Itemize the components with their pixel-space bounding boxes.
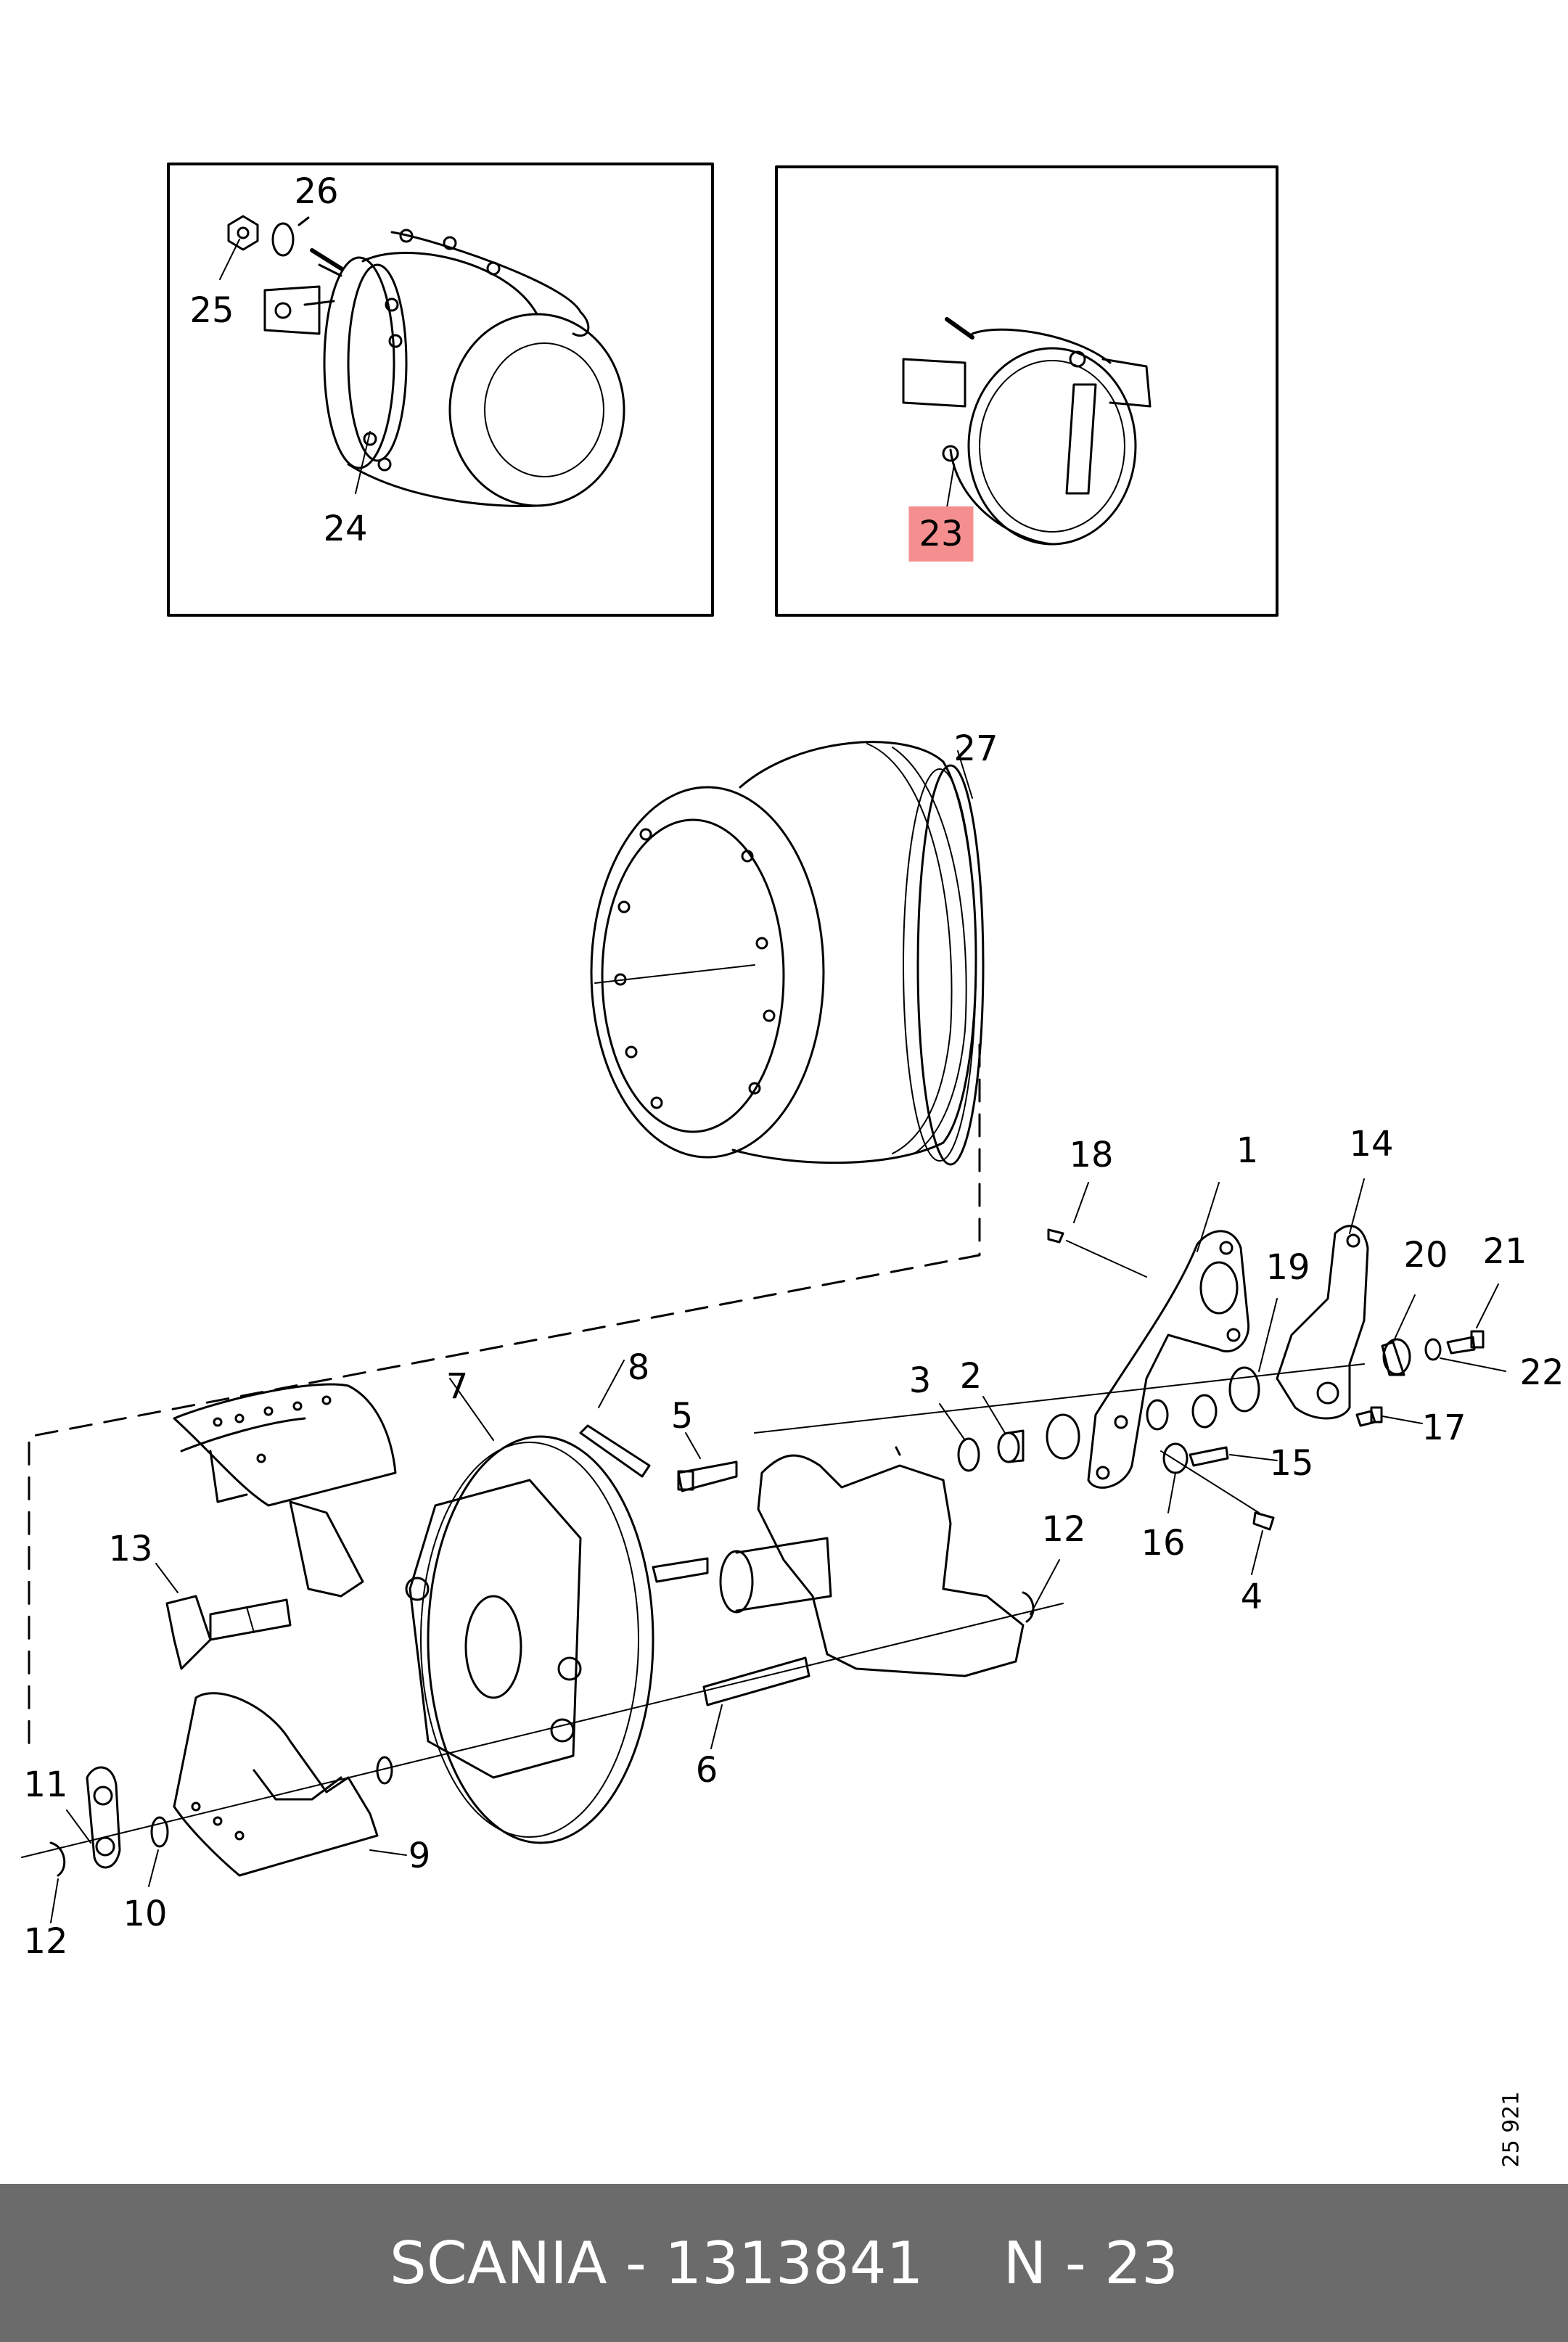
callout-9: 9 [408, 1836, 431, 1876]
bolt-21 [1446, 1330, 1485, 1355]
clip-12-left [49, 1841, 66, 1877]
drawing-id: 25 921 [1498, 2091, 1524, 2168]
brake-shoe-upper [173, 1383, 397, 1598]
plate-8 [579, 1424, 651, 1478]
footer-bar: SCANIA - 1313841 N - 23 [0, 2184, 1568, 2342]
callout-14: 14 [1349, 1124, 1394, 1164]
bolt-5 [677, 1460, 738, 1492]
nipple-4 [1252, 1511, 1275, 1531]
callout-27: 27 [953, 728, 998, 769]
seal-19 [1228, 1366, 1260, 1413]
dashed-leader [28, 1043, 981, 1750]
callout-22: 22 [1519, 1352, 1564, 1393]
callout-16: 16 [1141, 1523, 1186, 1564]
callout-3: 3 [908, 1360, 932, 1401]
callout-13: 13 [108, 1529, 153, 1569]
callout-26: 26 [294, 171, 339, 212]
brake-shoe-lower-9 [173, 1692, 379, 1877]
bolt-15 [1189, 1446, 1229, 1467]
callout-23-highlighted: 23 [908, 506, 974, 562]
inset-frame-right [775, 165, 1278, 617]
seal-3 [957, 1437, 980, 1472]
nut-25 [227, 215, 259, 251]
washer-16 [1162, 1442, 1189, 1474]
bushing-2 [997, 1429, 1025, 1463]
washer-26 [271, 222, 295, 257]
callout-12-right: 12 [1041, 1509, 1086, 1550]
brake-drum-27 [590, 741, 985, 1166]
plate-11 [86, 1766, 121, 1869]
parts-diagram [21, 163, 1506, 1923]
callout-20: 20 [1403, 1235, 1448, 1275]
lever-1 [1087, 1230, 1250, 1489]
callout-4: 4 [1240, 1577, 1263, 1617]
backing-plate-7 [405, 1435, 654, 1844]
callout-21: 21 [1482, 1231, 1527, 1272]
brake-chamber-24 [263, 229, 625, 507]
inset-frame-left [167, 163, 714, 617]
bolt-lower [652, 1557, 709, 1583]
callout-6: 6 [695, 1750, 718, 1791]
callout-8: 8 [627, 1347, 650, 1388]
ring-10 [150, 1816, 169, 1848]
callout-2: 2 [959, 1356, 982, 1397]
footer-part-number: SCANIA - 1313841 [390, 2229, 924, 2297]
clip-12-right [1022, 1591, 1035, 1623]
callout-19: 19 [1265, 1247, 1310, 1288]
pin-6 [702, 1656, 810, 1706]
callout-12-left: 12 [23, 1921, 68, 1962]
callout-7: 7 [446, 1366, 469, 1407]
callout-5: 5 [670, 1396, 694, 1437]
bushing-right-b [1191, 1394, 1218, 1429]
screw-17 [1355, 1406, 1383, 1427]
steering-knuckle [719, 1446, 1025, 1677]
brake-chamber-23 [902, 317, 1152, 546]
callout-15: 15 [1269, 1443, 1314, 1484]
callout-18: 18 [1069, 1135, 1114, 1175]
callout-17: 17 [1421, 1408, 1466, 1448]
bushing-right-a [1146, 1399, 1169, 1431]
cap-20 [1381, 1338, 1411, 1376]
callout-11: 11 [23, 1764, 68, 1805]
nipple-18 [1047, 1228, 1064, 1244]
callout-1: 1 [1236, 1130, 1259, 1171]
callout-24: 24 [323, 509, 368, 549]
camshaft-13 [165, 1595, 292, 1670]
callout-10: 10 [123, 1894, 168, 1934]
washer-22 [1424, 1338, 1442, 1361]
footer-reference: N - 23 [1003, 2229, 1178, 2297]
callout-25: 25 [189, 290, 234, 331]
bracket-14 [1276, 1225, 1369, 1420]
